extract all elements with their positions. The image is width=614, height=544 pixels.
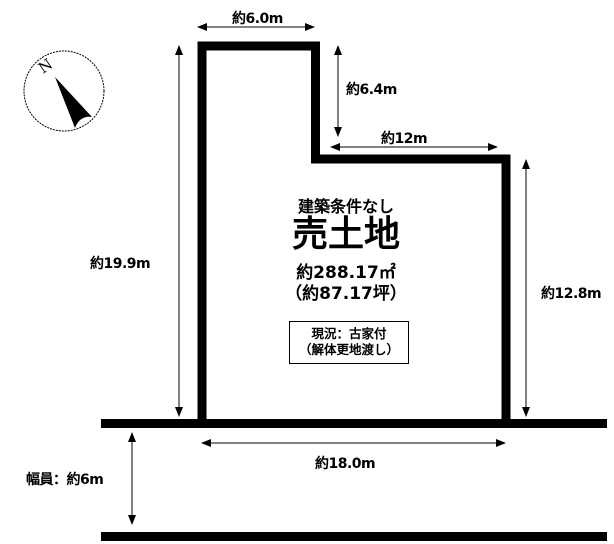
plot-boundary — [197, 41, 511, 424]
right-depth-label: 約12.8m — [541, 286, 602, 302]
left-depth-label: 約19.9m — [90, 256, 151, 272]
listing-title: 売土地 — [291, 214, 400, 255]
north-needle-icon — [55, 77, 92, 128]
status-line-2: （解体更地渡し） — [298, 342, 399, 357]
compass-icon: N — [23, 50, 105, 132]
road-edge-near — [101, 419, 607, 428]
current-status-box: 現況：古家付 （解体更地渡し） — [289, 321, 409, 364]
notch-width-label: 約12m — [381, 131, 428, 147]
top-width-label: 約6.0m — [232, 11, 283, 27]
frontage-label: 約18.0m — [315, 456, 376, 472]
road-width-label: 幅員：約6m — [26, 472, 104, 488]
status-line-1: 現況：古家付 — [311, 326, 387, 341]
area-sqm-text: 約288.17㎡ — [296, 263, 396, 283]
north-label: N — [35, 55, 56, 77]
area-tsubo-text: （約87.17坪） — [285, 284, 407, 304]
road-edge-far — [101, 532, 607, 541]
notch-depth-label: 約6.4m — [346, 82, 397, 98]
building-condition-text: 建築条件なし — [297, 197, 394, 216]
